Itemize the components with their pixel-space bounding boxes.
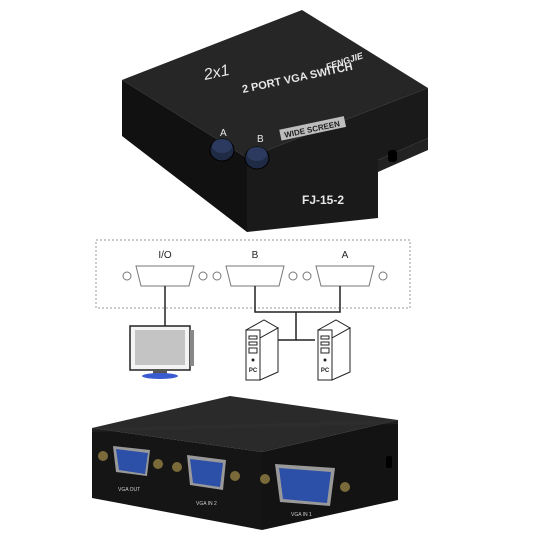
vga-out-port <box>98 446 163 476</box>
a-port-outline <box>302 265 388 287</box>
b-port-label: B <box>252 250 259 261</box>
monitor-icon <box>129 325 194 379</box>
wide-screen-badge <box>279 116 347 141</box>
pc-cables <box>254 286 341 313</box>
button-a-label: A <box>220 128 227 139</box>
a-port-label: A <box>342 250 349 261</box>
pc-b-icon: PC <box>244 319 280 381</box>
pc-a-label: PC <box>321 368 330 374</box>
switch-top-face <box>122 10 428 158</box>
bottom-vga-switch: VGA OUT VGA IN 2 VGA IN 1 <box>92 396 398 530</box>
pc-b-label: PC <box>249 368 258 374</box>
top-vga-switch: 2x1 2 PORT VGA SWITCH FENGJIE WIDE SCREE… <box>122 10 428 232</box>
model-label: FJ-15-2 <box>302 193 344 207</box>
io-port-label: I/O <box>158 250 172 261</box>
vga-out-label: VGA OUT <box>118 487 140 493</box>
vga-in-2-label: VGA IN 2 <box>196 501 217 507</box>
b-port-outline <box>212 265 298 287</box>
vga-in-2-port <box>172 455 240 490</box>
io-port-outline <box>122 265 208 287</box>
switch-left-face <box>122 80 247 232</box>
side-port <box>388 150 397 162</box>
button-b-label: B <box>257 134 264 145</box>
pc-a-icon: PC <box>316 319 352 381</box>
side-power-port <box>386 456 392 468</box>
vga-in-1-port <box>260 464 350 506</box>
vga-in-1-label: VGA IN 1 <box>291 512 312 518</box>
switch-outline <box>95 239 411 309</box>
connection-diagram: I/O B A <box>95 239 411 381</box>
ratio-label: 2x1 <box>201 62 231 84</box>
switch-front-face <box>247 88 428 232</box>
